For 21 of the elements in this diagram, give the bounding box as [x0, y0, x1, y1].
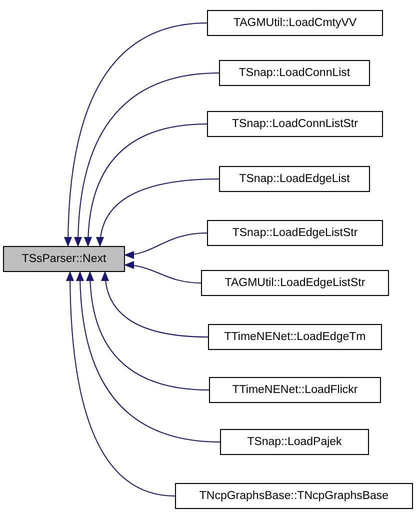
- caller-box: TSnap::LoadPajek: [220, 429, 369, 455]
- caller-box: TSnap::LoadConnList: [219, 60, 370, 86]
- arrow: [86, 271, 210, 390]
- caller-box: TSnap::LoadEdgeList: [219, 166, 370, 192]
- caller-box: TSnap::LoadEdgeListStr: [207, 220, 383, 246]
- arrow: [64, 22, 208, 247]
- caller-box: TAGMUtil::LoadCmtyVV: [207, 10, 383, 36]
- arrow: [102, 271, 208, 338]
- caller-box: TSnap::LoadConnListStr: [207, 111, 383, 137]
- arrow: [124, 261, 202, 284]
- function-box: TSsParser::Next: [3, 246, 125, 272]
- caller-box: TTimeNENet::LoadEdgeTm: [208, 324, 382, 350]
- caller-box: TTimeNENet::LoadFlickr: [209, 377, 381, 403]
- arrow: [74, 72, 220, 247]
- arrow: [66, 271, 176, 496]
- arrow: [96, 178, 220, 247]
- arrow: [76, 271, 220, 442]
- arrow: [124, 232, 208, 258]
- caller-box: TAGMUtil::LoadEdgeListStr: [201, 270, 389, 296]
- arrow: [84, 124, 208, 247]
- caller-box: TNcpGraphsBase::TNcpGraphsBase: [175, 483, 413, 509]
